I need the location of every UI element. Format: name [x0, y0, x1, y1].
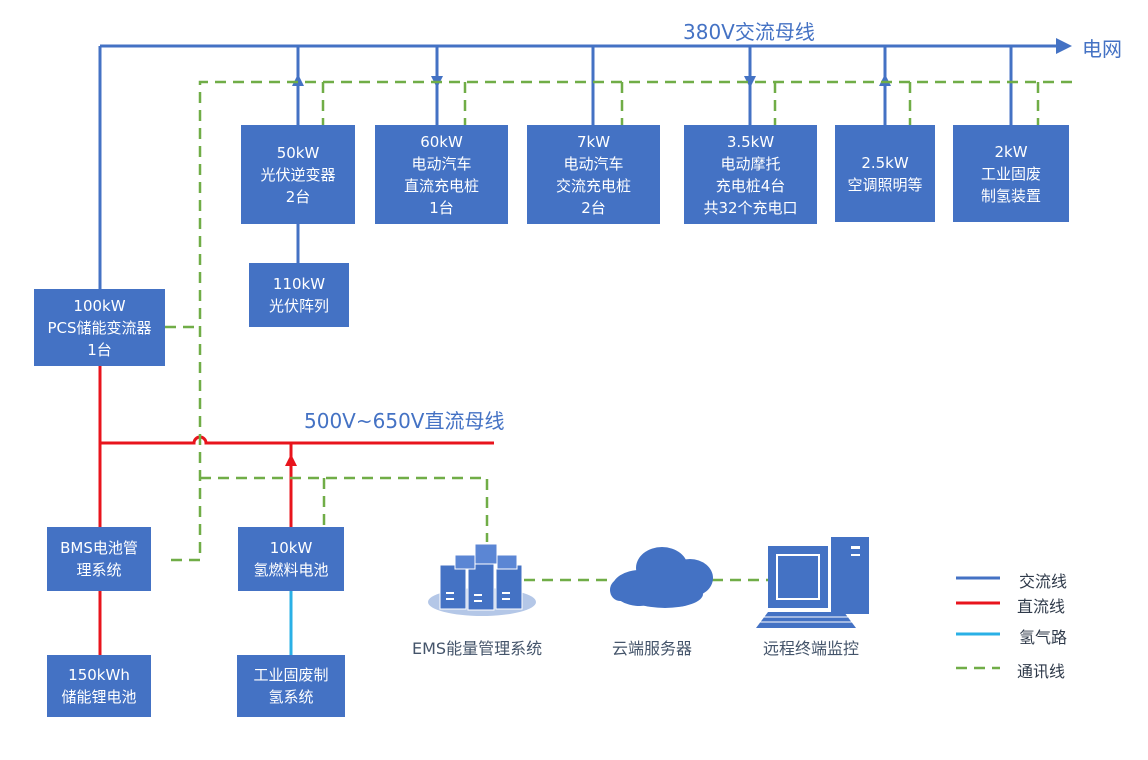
h2-device-name: 制氢装置: [980, 186, 1041, 205]
grid-arrow-icon: [1056, 38, 1072, 54]
ac-light-box: 2.5kW 空调照明等: [835, 125, 935, 222]
legend-ac-label: 交流线: [1019, 572, 1068, 591]
battery-name: 储能锂电池: [61, 688, 137, 706]
ac-light-name: 空调照明等: [847, 175, 923, 194]
fuel-cell-up-arrow-icon: [285, 454, 297, 466]
legend-dc-label: 直流线: [1017, 597, 1066, 616]
dc-charger-box: 60kW 电动汽车 直流充电桩 1台: [375, 125, 508, 224]
ac-charger-box: 7kW 电动汽车 交流充电桩 2台: [527, 125, 660, 224]
pcs-count: 1台: [87, 340, 112, 359]
ac-light-power: 2.5kW: [861, 153, 909, 172]
light-up-arrow-icon: [879, 74, 891, 86]
ac-charger-vehicle: 电动汽车: [563, 154, 624, 173]
legend-comm-label: 通讯线: [1017, 662, 1066, 681]
remote-monitor-label: 远程终端监控: [763, 639, 860, 658]
comm-ems-line: [200, 476, 489, 542]
bms-name-line1: BMS电池管: [60, 539, 138, 557]
pv-inverter-name: 光伏逆变器: [260, 165, 336, 184]
moto-charger-vehicle: 电动摩托: [720, 154, 781, 173]
dc-bus-line: [100, 435, 494, 445]
h2-device-power: 2kW: [994, 142, 1028, 161]
pcs-name: PCS储能变流器: [47, 318, 152, 337]
ems-label: EMS能量管理系统: [412, 639, 543, 658]
moto-charger-ports: 共32个充电口: [703, 198, 798, 217]
ac-charger-count: 2台: [581, 198, 606, 217]
dc-charger-count: 1台: [429, 198, 454, 217]
moto-charger-name: 充电桩4台: [715, 176, 786, 195]
h2-device-box: 2kW 工业固废 制氢装置: [953, 125, 1069, 222]
pv-array-box: 110kW 光伏阵列: [249, 263, 349, 327]
bms-name-line2: 理系统: [76, 561, 122, 579]
pv-inverter-count: 2台: [285, 187, 311, 206]
cloud-server-label: 云端服务器: [612, 639, 693, 658]
grid-label: 电网: [1082, 37, 1122, 61]
ac-charger-name: 交流充电桩: [555, 176, 631, 195]
dc-charger-power: 60kW: [420, 132, 463, 151]
moto-charger-down-arrow-icon: [744, 76, 756, 88]
ac-bus-label: 380V交流母线: [683, 20, 815, 44]
fuel-cell-power: 10kW: [269, 539, 313, 557]
pv-up-arrow-icon: [292, 74, 304, 86]
h2-system-box: 工业固废制 氢系统: [237, 655, 345, 717]
desktop-computer-icon: [756, 537, 869, 628]
ac-charger-power: 7kW: [576, 132, 611, 151]
dc-charger-vehicle: 电动汽车: [411, 154, 472, 173]
legend-h2-label: 氢气路: [1019, 628, 1068, 647]
pcs-power: 100kW: [73, 296, 126, 315]
pv-inverter-box: 50kW 光伏逆变器 2台: [241, 125, 355, 224]
h2-system-name-line1: 工业固废制: [253, 666, 329, 684]
pv-array-name: 光伏阵列: [268, 297, 329, 315]
moto-charger-power: 3.5kW: [726, 132, 775, 151]
pcs-box: 100kW PCS储能变流器 1台: [34, 289, 165, 366]
h2-device-type: 工业固废: [980, 164, 1041, 183]
server-stack-icon: [428, 543, 536, 616]
comm-lines: [165, 80, 1072, 582]
comm-main-line: [165, 80, 1072, 562]
dc-bus-label: 500V~650V直流母线: [304, 409, 505, 433]
moto-charger-box: 3.5kW 电动摩托 充电桩4台 共32个充电口: [684, 125, 817, 224]
cloud-icon: [610, 547, 713, 608]
fuel-cell-box: 10kW 氢燃料电池: [238, 527, 344, 591]
pv-array-power: 110kW: [272, 275, 326, 293]
battery-capacity: 150kWh: [68, 666, 130, 684]
fuel-cell-name: 氢燃料电池: [253, 561, 329, 579]
h2-system-name-line2: 氢系统: [268, 688, 314, 706]
legend-swatches: [956, 576, 1000, 670]
pv-inverter-power: 50kW: [276, 143, 320, 162]
bms-box: BMS电池管 理系统: [47, 527, 151, 591]
battery-box: 150kWh 储能锂电池: [47, 655, 151, 717]
dc-charger-name: 直流充电桩: [403, 176, 479, 195]
